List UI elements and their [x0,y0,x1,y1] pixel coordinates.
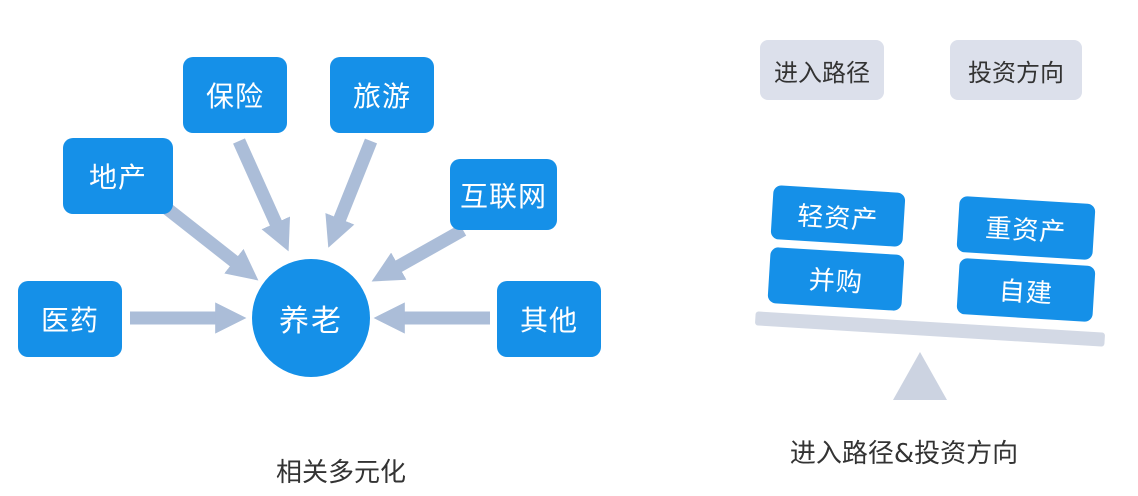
converging-arrows [130,138,490,334]
right-caption: 进入路径&投资方向 [789,439,1019,469]
hub-elderly-care: 养老 [252,259,370,377]
header-entry-path: 进入路径 [760,40,884,100]
seesaw-item-merger-acquisition: 并购 [767,246,905,312]
seesaw-item-light-asset: 轻资产 [770,185,906,247]
seesaw-item-heavy-asset: 重资产 [956,195,1096,261]
arrow-insurance-to-center [233,138,291,252]
seesaw-item-self-build: 自建 [956,257,1096,323]
seesaw-fulcrum [893,352,947,400]
arrow-realestate-to-center [160,201,259,281]
node-real-estate: 地产 [63,138,173,214]
node-insurance: 保险 [183,57,287,133]
node-medicine: 医药 [18,281,122,357]
arrow-internet-to-center [371,224,467,282]
header-investment-direction: 投资方向 [950,40,1082,100]
node-others: 其他 [497,281,601,357]
arrow-tourism-to-center [325,138,378,248]
left-caption: 相关多元化 [275,458,406,488]
node-internet: 互联网 [450,159,557,230]
node-tourism: 旅游 [330,57,434,133]
